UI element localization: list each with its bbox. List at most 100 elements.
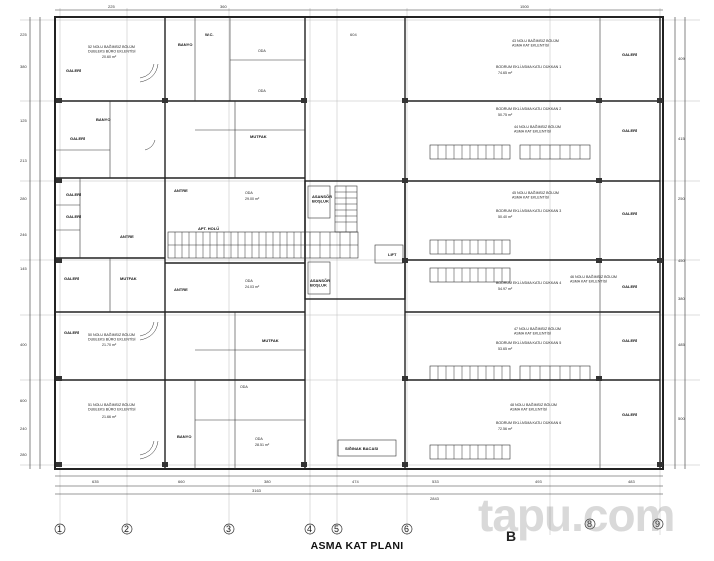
room-banyo-top: BANYO: [178, 42, 192, 47]
dims-right: 409 415 250 450 380 485 500: [678, 56, 685, 421]
room-wc-top: W.C.: [205, 32, 214, 37]
dim-top-4: 1500: [520, 4, 530, 9]
dims-top: 225 360 604 1500: [108, 4, 530, 37]
room-mutfak-l: MUTFAK: [120, 276, 137, 281]
room-mutfak-c: MUTFAK: [262, 338, 279, 343]
area-a4: 29.00 m²: [245, 197, 260, 201]
room-galeri-l5: GALERİ: [64, 276, 79, 281]
dim-right-6: 485: [678, 342, 685, 347]
dim-left-1: 225: [20, 32, 27, 37]
room-banyo-bot: BANYO: [177, 434, 191, 439]
room-antre-c2: ANTRE: [174, 287, 188, 292]
axis-1: 1: [57, 524, 62, 534]
outer-walls: [54, 16, 664, 470]
room-galeri-r4: GALERİ: [622, 284, 637, 289]
room-antre-l: ANTRE: [120, 234, 134, 239]
dim-left-8: 400: [20, 342, 27, 347]
dim-right-2: 415: [678, 136, 685, 141]
room-oda-4: ODA: [245, 279, 253, 283]
dim-left-2: 380: [20, 64, 27, 69]
dim-right-7: 500: [678, 416, 685, 421]
room-galeri-l4: GALERİ: [66, 214, 81, 219]
area-a11: 24.03 m²: [245, 285, 260, 289]
shop-4-label: BODRUM EKLİ ASMA KATLI DÜKKAN 4: [496, 280, 561, 285]
room-galeri-r1: GALERİ: [622, 52, 637, 57]
dim-right-3: 250: [678, 196, 685, 201]
room-galeri-r5: GALERİ: [622, 338, 637, 343]
room-oda-2: ODA: [258, 89, 266, 93]
area-a2: 21.70 m²: [102, 343, 117, 347]
dim-left-11: 280: [20, 452, 27, 457]
dim-bot-3: 380: [264, 479, 271, 484]
structural-columns: [56, 98, 663, 467]
dim-bot-2: 660: [178, 479, 185, 484]
shelter-shaft: [337, 439, 397, 457]
room-oda-3: ODA: [245, 191, 253, 195]
core-walls: [304, 180, 406, 300]
shop-1-label: BODRUM EKLİ ASMA KATLI DÜKKAN 1: [496, 64, 561, 69]
shop-stairs: [429, 144, 591, 460]
dim-bot-1: 635: [92, 479, 99, 484]
area-a3: 21.66 m²: [102, 415, 117, 419]
watermark-logo: tapu.com: [478, 489, 675, 541]
staircases: [139, 63, 591, 460]
axis-4: 4: [307, 524, 312, 534]
axis-8: 8: [587, 519, 592, 529]
dimension-lines: [29, 9, 686, 495]
room-galeri-l6: GALERİ: [64, 330, 79, 335]
area-a9: 53.65 m²: [498, 347, 513, 351]
dim-top-1: 225: [108, 4, 115, 9]
center-unit-walls: [165, 17, 305, 469]
axis-2: 2: [124, 524, 129, 534]
dim-bot-6: 493: [535, 479, 542, 484]
room-oda-5: ODA: [240, 385, 248, 389]
area-a8: 54.97 m²: [498, 287, 513, 291]
area-labels: 20.60 m² 21.70 m² 21.66 m² 29.00 m² 74.6…: [102, 55, 513, 447]
right-unit-walls: [405, 17, 660, 469]
dim-left-6: 246: [20, 232, 27, 237]
section-letter: B: [506, 528, 517, 544]
dim-top-2: 360: [220, 4, 227, 9]
dim-right-5: 380: [678, 296, 685, 301]
dim-right-1: 409: [678, 56, 685, 61]
room-lift: LIFT: [388, 252, 397, 257]
room-galeri-r2: GALERİ: [622, 128, 637, 133]
page-title: ASMA KAT PLANI: [310, 540, 404, 552]
shop-6-label: BODRUM EKLİ ASMA KATLI DÜKKAN 6: [496, 420, 561, 425]
dim-bot-7: 483: [628, 479, 635, 484]
room-galeri-r6: GALERİ: [622, 412, 637, 417]
room-mutfak-top: MUTFAK: [250, 134, 267, 139]
axis-3: 3: [226, 524, 231, 534]
dim-left-7: 145: [20, 266, 27, 271]
axis-markers: 1 2 3 4 5 6 8 9: [54, 518, 664, 535]
shop-2-label: BODRUM EKLİ ASMA KATLI DÜKKAN 2: [496, 106, 561, 111]
area-a6: 50.75 m²: [498, 113, 513, 117]
dim-left-4: 213: [20, 158, 27, 163]
room-galeri-r3: GALERİ: [622, 211, 637, 216]
shop-3-label: BODRUM EKLİ ASMA KATLI DÜKKAN 3: [496, 208, 561, 213]
left-unit-walls: [55, 100, 165, 381]
dims-left: 225 380 125 213 280 246 145 400 600 240 …: [20, 32, 27, 457]
spiral-stairs: [139, 63, 159, 460]
dim-right-4: 450: [678, 258, 685, 263]
dim-total-1: 3163: [252, 488, 262, 493]
dim-left-9: 600: [20, 398, 27, 403]
dim-total-2: 2843: [430, 496, 440, 501]
room-labels: BANYO W.C. BANYO GALERİ GALERİ GALERİ GA…: [64, 32, 637, 451]
dim-bot-5: 533: [432, 479, 439, 484]
axis-5: 5: [334, 524, 339, 534]
shop-5-label: BODRUM EKLİ ASMA KATLI DÜKKAN 5: [496, 340, 561, 345]
